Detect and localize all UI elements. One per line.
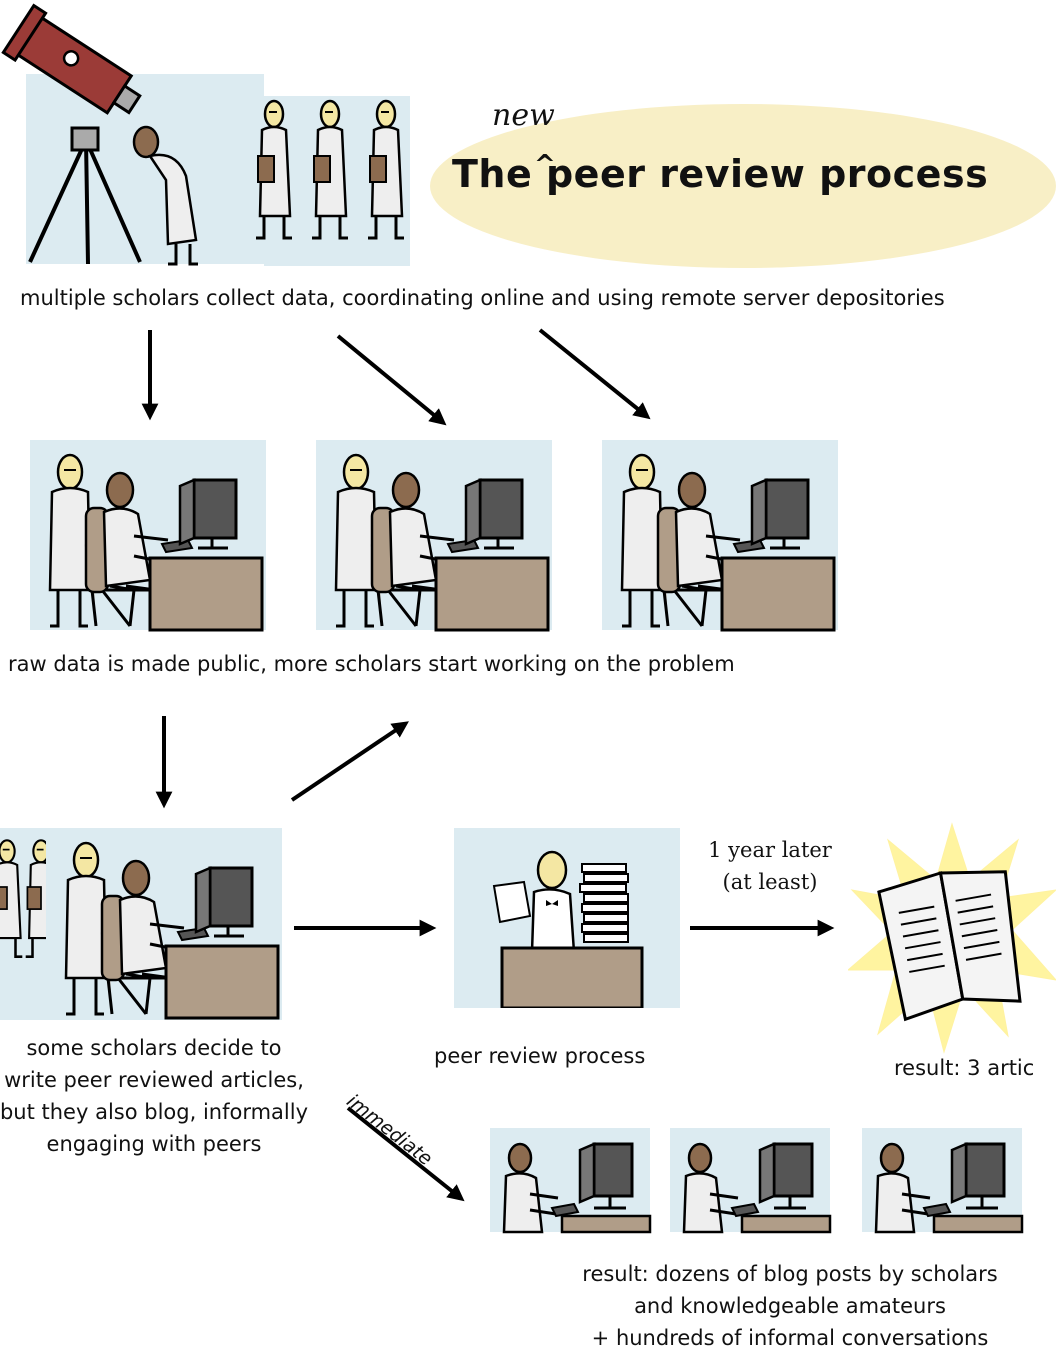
caption-blog-line-2: and knowledgeable amateurs [634, 1294, 946, 1318]
caption-collect-data: multiple scholars collect data, coordina… [20, 286, 945, 310]
arrow-diag-2 [538, 328, 651, 420]
blog-scene-3 [862, 1128, 1024, 1234]
caption-blog-result: result: dozens of blog posts by scholars… [520, 1258, 1056, 1354]
telescope-scholars-illustration [1, 3, 406, 266]
caption-peer-review: peer review process [434, 1044, 646, 1068]
observing-scholar [132, 125, 198, 266]
title-ellipse [430, 104, 1056, 268]
blog-scene-2 [670, 1128, 832, 1234]
caption-decide-line-1: some scholars decide to [26, 1036, 282, 1060]
desk-scene-3 [602, 440, 840, 632]
telescope-icon [1, 3, 142, 265]
caption-delay-line-2: (at least) [722, 870, 818, 894]
articles-result-scene [848, 822, 1056, 1054]
telescope-panel [26, 74, 264, 264]
caption-blog-line-1: result: dozens of blog posts by scholars [582, 1262, 998, 1286]
caption-decide-line-2: write peer reviewed articles, [4, 1068, 304, 1092]
caption-decide-line-4: engaging with peers [46, 1132, 262, 1156]
arrow-up-diag [290, 721, 409, 802]
desk-scene-1 [30, 440, 268, 632]
caption-delay: 1 year later (at least) [690, 834, 850, 898]
caption-decide: some scholars decide to write peer revie… [0, 1032, 324, 1160]
caption-blog-line-3: + hundreds of informal conversations [591, 1326, 989, 1350]
caption-delay-line-1: 1 year later [708, 838, 832, 862]
blog-scene-1 [490, 1128, 652, 1234]
paper-stack [579, 863, 629, 943]
caption-decide-line-3: but they also blog, informally [0, 1100, 309, 1124]
peer-review-scene [454, 828, 680, 1008]
paper-held [492, 880, 532, 924]
journal-icon [877, 870, 1022, 1022]
caption-result-articles: result: 3 artic [894, 1056, 1035, 1080]
title-insert-word: new [492, 98, 555, 133]
caption-data-public: raw data is made public, more scholars s… [8, 652, 735, 676]
arrow-diag-1 [336, 334, 447, 426]
arrow-to-blogs [346, 1106, 465, 1202]
page-title: The peer review process [452, 152, 989, 196]
writing-scholars-scene [0, 828, 282, 1020]
desk-scene-2 [316, 440, 554, 632]
insert-caret: ^ [534, 150, 556, 180]
